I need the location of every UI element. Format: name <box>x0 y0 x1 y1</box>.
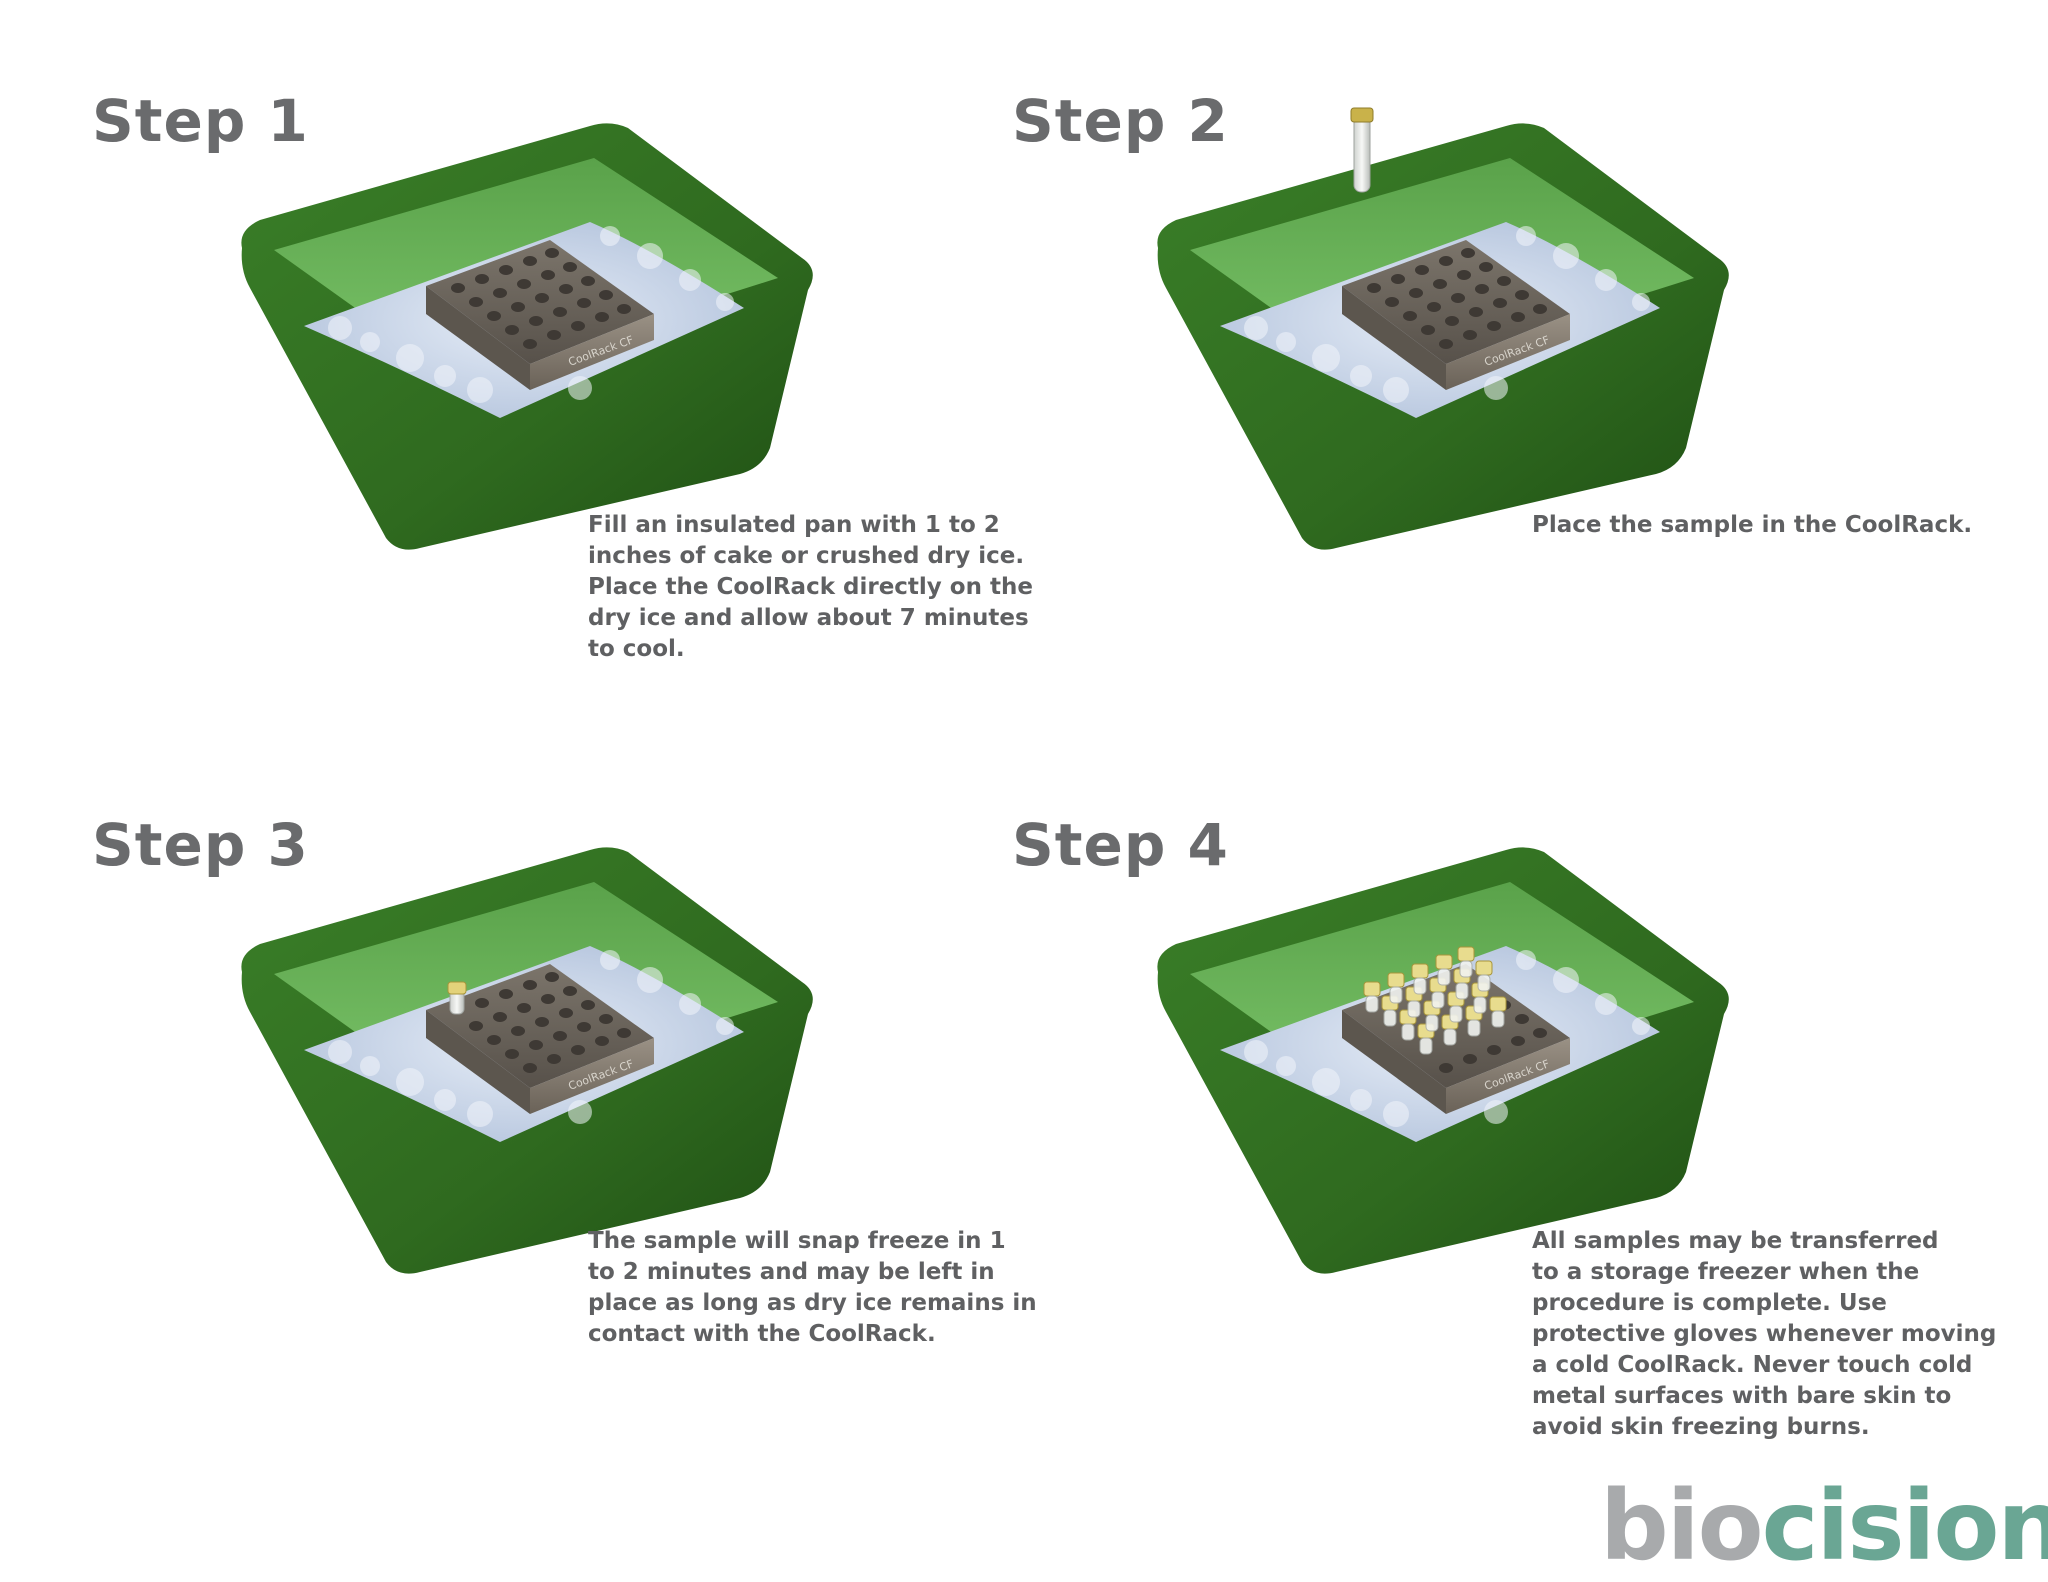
step-1-illustration: CoolRack CF <box>241 123 813 550</box>
step-1-text: Fill an insulated pan with 1 to 2 inches… <box>588 512 1033 662</box>
step-2-illustration: CoolRack CF <box>1157 107 1729 550</box>
step-1-title: Step 1 <box>92 87 309 155</box>
step-2-text: Place the sample in the CoolRack. <box>1532 512 1973 538</box>
biocision-logo: biocision <box>1600 1478 2048 1574</box>
logo-part-cision: cision <box>1761 1470 2048 1582</box>
logo-part-bio: bio <box>1600 1470 1764 1582</box>
frozen-sample-tubes <box>1363 946 1507 1055</box>
coolrack: CoolRack CF <box>426 240 654 390</box>
sample-tube <box>1350 107 1374 193</box>
step-4-title: Step 4 <box>1012 811 1229 879</box>
step-3-text: The sample will snap freeze in 1 to 2 mi… <box>588 1228 1037 1347</box>
coolrack: CoolRack CF <box>426 964 654 1114</box>
frozen-sample-tube <box>447 981 467 1015</box>
coolrack: CoolRack CF <box>1342 946 1570 1114</box>
step-2-title: Step 2 <box>1012 87 1229 155</box>
step-3-illustration: CoolRack CF <box>241 847 813 1274</box>
step-4-illustration: CoolRack CF <box>1157 847 1729 1274</box>
step-4-text: All samples may be transferred to a stor… <box>1532 1228 1997 1440</box>
step-3-title: Step 3 <box>92 811 309 879</box>
